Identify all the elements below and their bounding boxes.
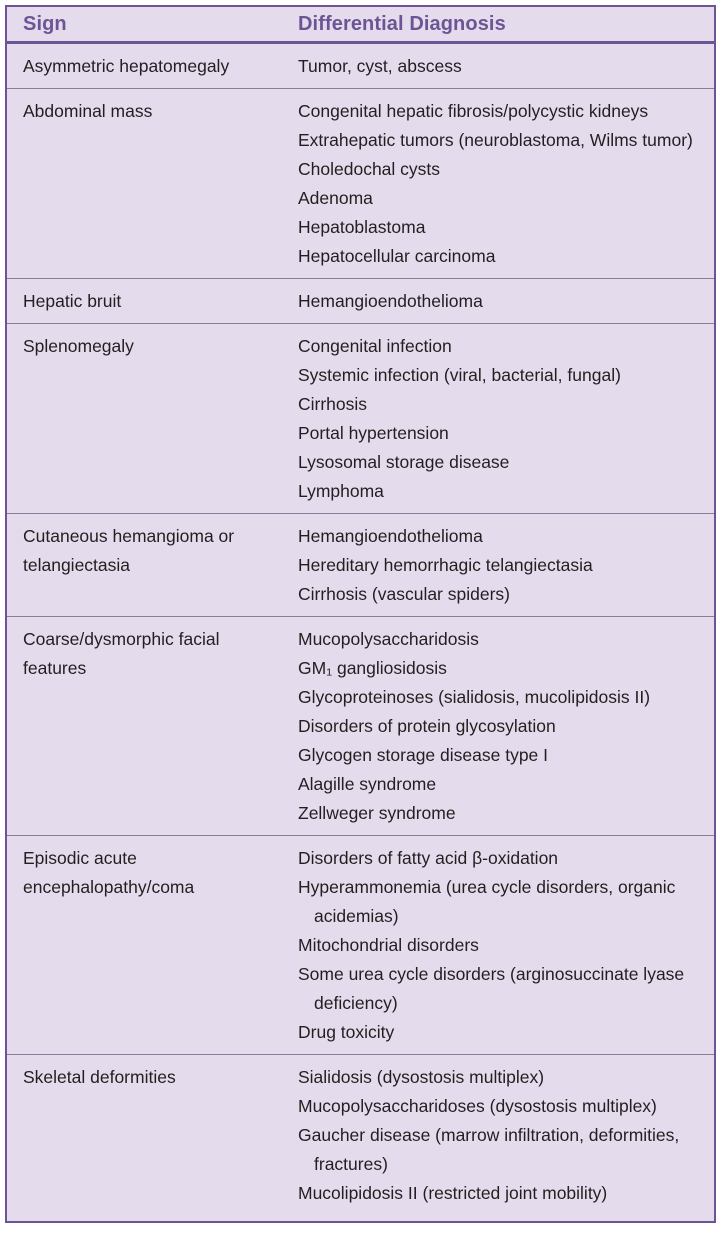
diagnosis-item: Mucopolysaccharidosis — [298, 629, 479, 649]
diagnosis-item: Mitochondrial disorders — [298, 935, 479, 955]
diagnosis-list: Tumor, cyst, abscess — [298, 52, 706, 81]
sign-cell: Cutaneous hemangioma or telangiectasia — [23, 526, 235, 575]
diagnosis-item: Zellweger syndrome — [298, 803, 456, 823]
table-header: Sign Differential Diagnosis — [7, 7, 714, 44]
table-row: Abdominal mass Congenital hepatic fibrosi… — [7, 89, 714, 279]
diagnosis-item: Hemangioendothelioma — [298, 526, 483, 546]
diagnosis-item: Congenital infection — [298, 336, 452, 356]
diagnosis-list: Hemangioendothelioma — [298, 287, 706, 316]
diagnosis-item: Portal hypertension — [298, 423, 449, 443]
diagnosis-item: Sialidosis (dysostosis multiplex) — [298, 1067, 545, 1087]
diagnosis-list: Congenital hepatic fibrosis/polycystic k… — [298, 97, 706, 271]
diagnosis-item: Tumor, cyst, abscess — [298, 56, 462, 76]
diagnosis-item: Congenital hepatic fibrosis/polycystic k… — [298, 101, 649, 121]
table-row: Episodic acute encephalopathy/coma Disord… — [7, 836, 714, 1055]
diagnosis-item: Lymphoma — [298, 481, 384, 501]
diagnosis-item: Glycoproteinoses (sialidosis, mucolipido… — [298, 687, 651, 707]
table-body: Asymmetric hepatomegaly Tumor, cyst, absc… — [7, 44, 714, 1215]
differential-cell: Congenital hepatic fibrosis/polycystic k… — [282, 97, 714, 271]
diagnosis-item: Hepatoblastoma — [298, 217, 426, 237]
sign-cell: Splenomegaly — [23, 336, 134, 356]
diagnosis-item: Drug toxicity — [298, 1022, 395, 1042]
diagnosis-item: Cirrhosis (vascular spiders) — [298, 584, 510, 604]
table-row: Hepatic bruit Hemangioendothelioma — [7, 279, 714, 324]
diagnosis-item: Disorders of fatty acid β-oxidation — [298, 848, 559, 868]
diagnosis-item: Hyperammonemia (urea cycle disorders, or… — [298, 877, 676, 926]
table-row: Coarse/dysmorphic facial features Mucopol… — [7, 617, 714, 836]
diagnosis-item: Mucolipidosis II (restricted joint mobil… — [298, 1183, 608, 1203]
diagnosis-item: Gaucher disease (marrow infiltration, de… — [298, 1125, 680, 1174]
differential-cell: Hemangioendothelioma — [282, 287, 714, 316]
differential-cell: Sialidosis (dysostosis multiplex) Mucopol… — [282, 1063, 714, 1208]
table-row: Skeletal deformities Sialidosis (dysostos… — [7, 1055, 714, 1215]
sign-cell: Coarse/dysmorphic facial features — [23, 629, 220, 678]
diagnosis-item: Extrahepatic tumors (neuroblastoma, Wilm… — [298, 130, 693, 150]
diagnosis-item: Lysosomal storage disease — [298, 452, 510, 472]
diagnosis-list: Sialidosis (dysostosis multiplex) Mucopol… — [298, 1063, 706, 1208]
diagnosis-item: Hemangioendothelioma — [298, 291, 483, 311]
header-differential-diagnosis: Differential Diagnosis — [298, 12, 506, 35]
diagnosis-item: Glycogen storage disease type I — [298, 745, 549, 765]
sign-cell: Skeletal deformities — [23, 1067, 176, 1087]
diagnosis-item: Mucopolysaccharidoses (dysostosis multip… — [298, 1096, 657, 1116]
diagnosis-item: Disorders of protein glycosylation — [298, 716, 556, 736]
diagnosis-item: Some urea cycle disorders (arginosuccina… — [298, 964, 685, 1013]
diagnosis-item: Hepatocellular carcinoma — [298, 246, 496, 266]
table-row: Asymmetric hepatomegaly Tumor, cyst, absc… — [7, 44, 714, 89]
diagnosis-item: Systemic infection (viral, bacterial, fu… — [298, 365, 621, 385]
diagnosis-item: Alagille syndrome — [298, 774, 437, 794]
differential-diagnosis-table: Sign Differential Diagnosis Asymmetric h… — [5, 5, 716, 1223]
diagnosis-item: Choledochal cysts — [298, 159, 441, 179]
sign-cell: Abdominal mass — [23, 101, 153, 121]
diagnosis-item: Adenoma — [298, 188, 373, 208]
header-sign: Sign — [23, 12, 67, 35]
diagnosis-item: Hereditary hemorrhagic telangiectasia — [298, 555, 593, 575]
diagnosis-item: GM₁ gangliosidosis — [298, 658, 447, 678]
sign-cell: Asymmetric hepatomegaly — [23, 56, 230, 76]
sign-cell: Hepatic bruit — [23, 291, 122, 311]
sign-cell: Episodic acute encephalopathy/coma — [23, 848, 195, 897]
differential-cell: Tumor, cyst, abscess — [282, 52, 714, 81]
diagnosis-item: Cirrhosis — [298, 394, 368, 414]
